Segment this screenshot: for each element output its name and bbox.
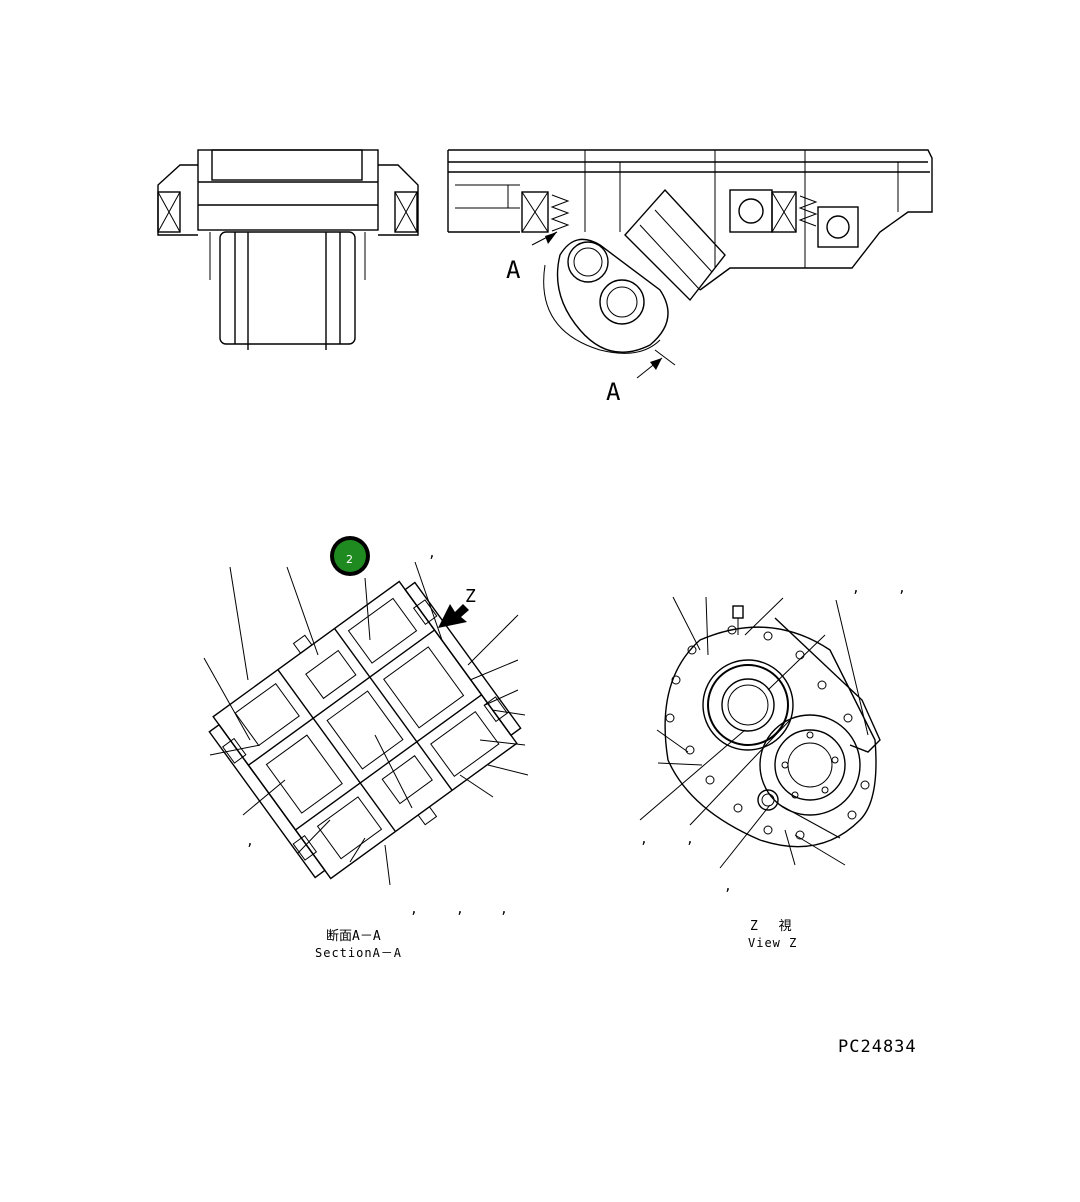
view-caption-jp: Z 視 (750, 919, 792, 934)
section-mark-lower: A (606, 378, 621, 406)
comma-mark: , (410, 902, 418, 917)
drawing-number: PC24834 (838, 1037, 917, 1057)
view-z-drawing (639, 596, 881, 869)
section-caption-jp: 断面A－A (326, 929, 381, 944)
view-arrow-label: Z (465, 586, 476, 607)
comma-mark: , (246, 834, 254, 849)
view-caption-en: View Z (748, 936, 797, 950)
end-view-drawing (157, 149, 419, 350)
comma-mark: , (686, 832, 694, 847)
comma-mark: , (428, 546, 436, 561)
callout-2[interactable]: 2 (330, 536, 370, 576)
comma-mark: , (500, 902, 508, 917)
section-caption-en: SectionA－A (315, 946, 402, 960)
view-z-arrow (438, 604, 469, 628)
section-a-a-drawing (208, 580, 522, 880)
comma-mark: , (724, 879, 732, 894)
side-view-drawing (447, 149, 933, 379)
comma-mark: , (456, 902, 464, 917)
section-mark-upper: A (506, 256, 521, 284)
comma-mark: , (852, 581, 860, 596)
section-a-a-leaders (203, 561, 529, 886)
callout-number: 2 (346, 553, 353, 566)
comma-mark: , (640, 832, 648, 847)
comma-mark: , (898, 581, 906, 596)
